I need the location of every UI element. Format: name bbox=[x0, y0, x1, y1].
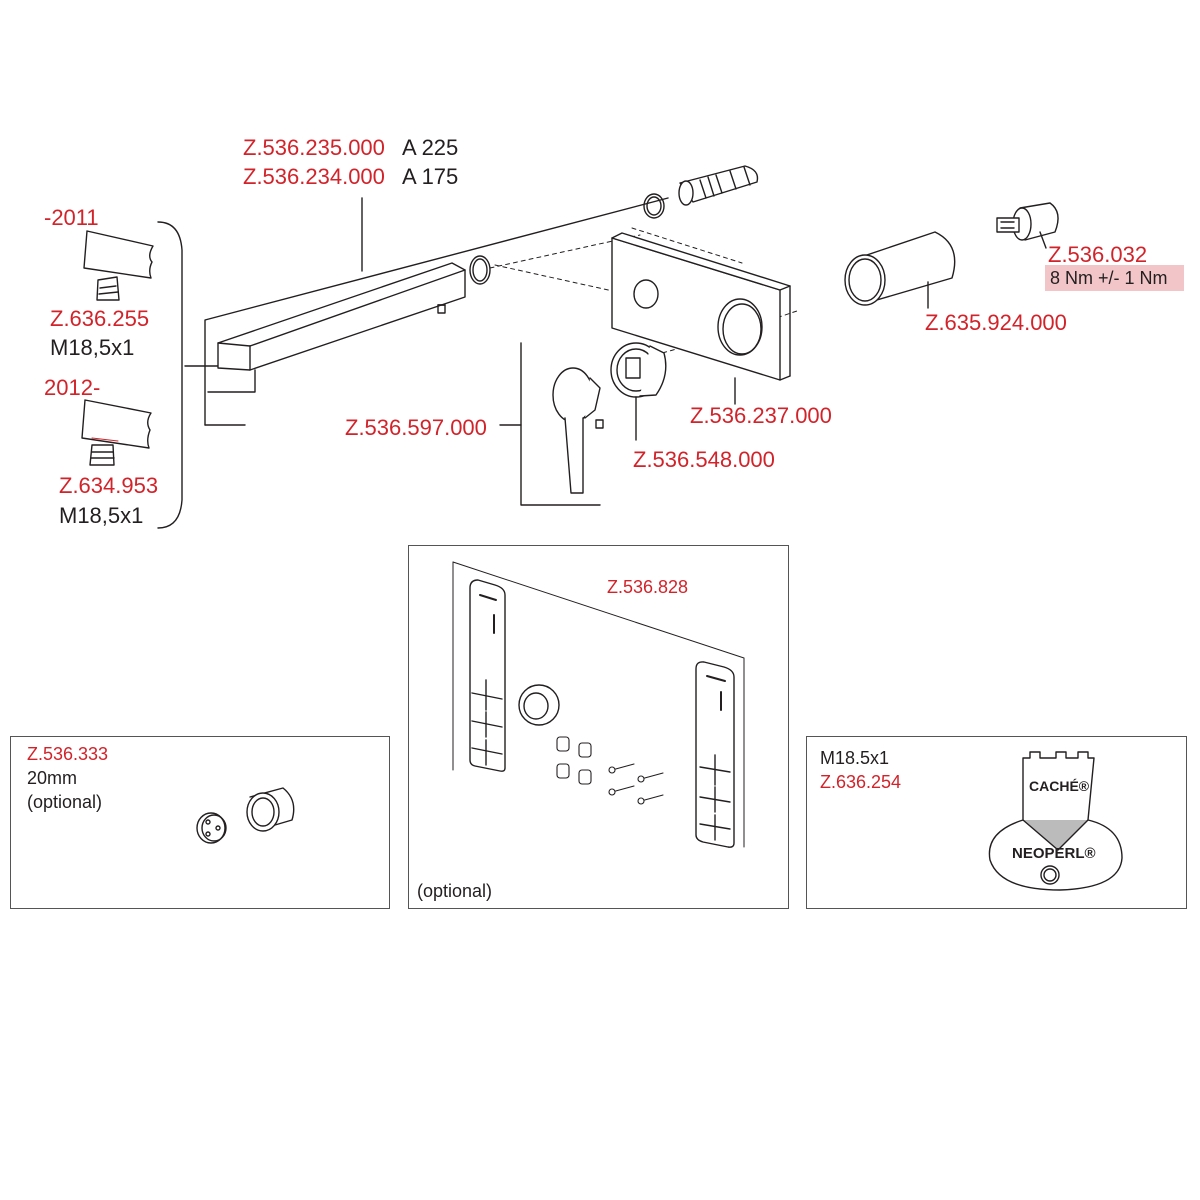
mounting-kit-box bbox=[408, 545, 789, 909]
mounting-part-label: Z.536.828 bbox=[607, 577, 689, 597]
extension-size-label: 20mm bbox=[27, 768, 78, 788]
spout-part-a-label: Z.536.235.000 bbox=[243, 135, 385, 160]
aerator-housing-2012 bbox=[81, 399, 152, 466]
lever-part-label: Z.536.597.000 bbox=[345, 415, 487, 440]
o-ring-small bbox=[469, 255, 491, 285]
extension-part-label: Z.536.333 bbox=[27, 744, 109, 764]
key-thread-label: M18.5x1 bbox=[820, 748, 890, 768]
spout-part-b-label: Z.536.234.000 bbox=[243, 164, 385, 189]
aerator-thread-2012: M18,5x1 bbox=[59, 503, 144, 528]
sleeve-part-label: Z.635.924.000 bbox=[925, 310, 1067, 335]
key-part-label: Z.636.254 bbox=[820, 772, 902, 792]
cartridge bbox=[996, 202, 1059, 249]
key-brand-top: CACHÉ® bbox=[1029, 778, 1090, 794]
aerator-period-2012: 2012- bbox=[44, 375, 101, 400]
o-ring-spout bbox=[643, 193, 665, 219]
sleeve-tube bbox=[844, 231, 956, 309]
connector-pipe bbox=[678, 165, 759, 206]
aerator-bracket bbox=[157, 221, 183, 529]
valve-body bbox=[610, 342, 667, 441]
aerator-key-box bbox=[806, 736, 1187, 909]
extension-kit-box bbox=[10, 736, 390, 909]
cartridge-part-label: Z.536.032 bbox=[1048, 242, 1148, 267]
torque-highlight bbox=[1045, 265, 1184, 291]
spout-dim-a-label: A 225 bbox=[402, 135, 459, 160]
mounting-note-label: (optional) bbox=[417, 881, 493, 901]
lever-handle bbox=[499, 342, 604, 506]
aerator-part-2012: Z.634.953 bbox=[59, 473, 159, 498]
spout bbox=[207, 197, 466, 393]
aerator-part-2011: Z.636.255 bbox=[50, 306, 150, 331]
extension-note-label: (optional) bbox=[27, 792, 103, 812]
aerator-housing-2011 bbox=[83, 230, 154, 301]
plate-part-label: Z.536.237.000 bbox=[690, 403, 832, 428]
mounting-drawing bbox=[452, 561, 745, 848]
cartridge-torque-label: 8 Nm +/- 1 Nm bbox=[1050, 268, 1168, 288]
key-brand-bottom: NEOPERL® bbox=[1012, 845, 1096, 862]
spout-dim-b-label: A 175 bbox=[402, 164, 459, 189]
aerator-period-2011: -2011 bbox=[44, 205, 99, 230]
cover-plate bbox=[611, 232, 791, 405]
extension-drawing bbox=[196, 787, 295, 844]
aerator-key bbox=[988, 751, 1123, 891]
aerator-thread-2011: M18,5x1 bbox=[50, 335, 135, 360]
body-part-label: Z.536.548.000 bbox=[633, 447, 775, 472]
